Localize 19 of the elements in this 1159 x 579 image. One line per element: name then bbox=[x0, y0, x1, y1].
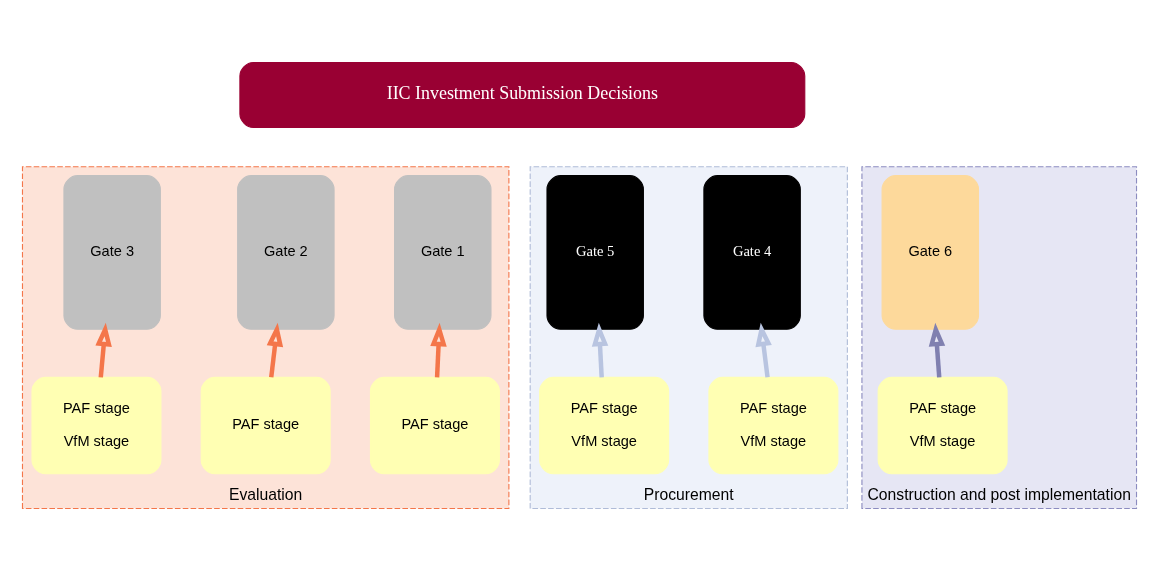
node-box: Gate 1 bbox=[394, 174, 492, 330]
node-box: Gate 4 bbox=[703, 174, 801, 330]
node-box: IIC Investment Submission Decisions bbox=[239, 61, 806, 128]
node-box: PAF stage VfM stage bbox=[877, 376, 1008, 474]
arrow bbox=[266, 322, 284, 378]
node-box: PAF stage VfM stage bbox=[539, 376, 670, 474]
node-box: PAF stage VfM stage bbox=[31, 376, 162, 474]
node-box: Gate 6 bbox=[881, 174, 980, 330]
node-box: Gate 5 bbox=[546, 174, 644, 330]
arrow bbox=[928, 322, 946, 377]
arrow bbox=[591, 322, 609, 377]
node-box: PAF stage bbox=[200, 376, 331, 474]
node-box: Gate 2 bbox=[237, 174, 335, 330]
node-box: Gate 3 bbox=[63, 174, 161, 330]
node-box: PAF stage bbox=[369, 376, 500, 474]
arrow bbox=[430, 322, 447, 377]
node-box: PAF stage VfM stage bbox=[708, 376, 839, 474]
arrow bbox=[95, 322, 112, 378]
arrow bbox=[755, 322, 772, 378]
